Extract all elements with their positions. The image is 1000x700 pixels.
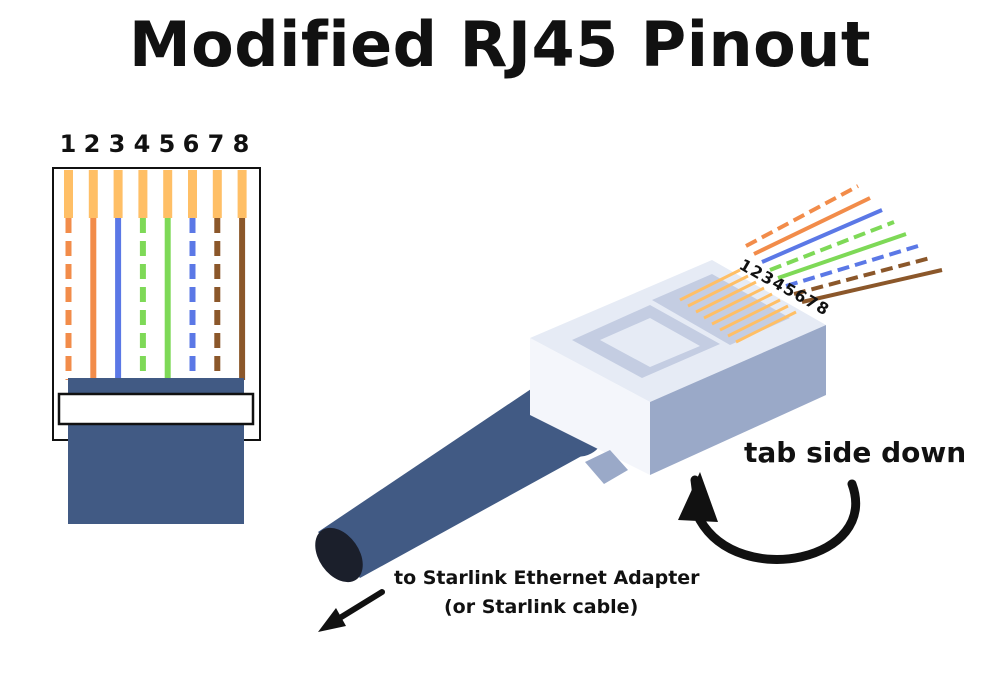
- plug-wire-1: [745, 184, 859, 248]
- front-contact-2: [88, 170, 98, 218]
- plug-left-face: [530, 338, 650, 475]
- direction-arrowhead-icon: [318, 608, 346, 632]
- plug-tab: [585, 450, 628, 484]
- cable-body: [318, 383, 598, 578]
- front-contact-4: [138, 170, 148, 218]
- front-strain-relief: [57, 392, 255, 426]
- pin-number-3: 3: [108, 130, 126, 158]
- plug-wire-8: [801, 268, 943, 304]
- plug-wire-6: [785, 244, 919, 288]
- front-contact-8: [237, 170, 247, 218]
- pin-number-5: 5: [158, 130, 176, 158]
- pin-number-8: 8: [232, 130, 250, 158]
- plug-wire-2: [753, 196, 871, 256]
- plug-wire-3: [761, 208, 883, 264]
- front-contact-7: [212, 170, 222, 218]
- plug-wire-group: [745, 184, 943, 304]
- rotate-arrow-icon: [690, 475, 860, 564]
- front-contact-5: [163, 170, 173, 218]
- plug-wire-5: [777, 232, 907, 280]
- pin-number-row: 1 2 3 4 5 6 7 8: [56, 130, 256, 160]
- front-contact-6: [188, 170, 197, 218]
- cable-cut-end: [315, 527, 363, 583]
- pin-number-1: 1: [59, 130, 77, 158]
- tab-side-label: tab side down: [744, 436, 967, 469]
- pin-number-7: 7: [207, 130, 225, 158]
- pin-number-2: 2: [83, 130, 101, 158]
- destination-label-line1: to Starlink Ethernet Adapter: [394, 567, 700, 589]
- plug-wire-7: [793, 256, 931, 296]
- front-contact-3: [113, 170, 123, 218]
- front-contact-1: [64, 170, 73, 218]
- destination-label-line2: (or Starlink cable): [444, 596, 639, 618]
- front-wire-group: [64, 170, 247, 380]
- page-title: Modified RJ45 Pinout: [128, 8, 872, 81]
- pin-number-4: 4: [133, 130, 151, 158]
- pin-number-6: 6: [182, 130, 200, 158]
- plug-latch-inner: [600, 318, 700, 367]
- rotate-arrowhead-icon: [678, 472, 718, 522]
- plug-wire-4: [769, 220, 895, 272]
- plug-contacts: [679, 268, 797, 344]
- plug-front-face: [650, 325, 826, 475]
